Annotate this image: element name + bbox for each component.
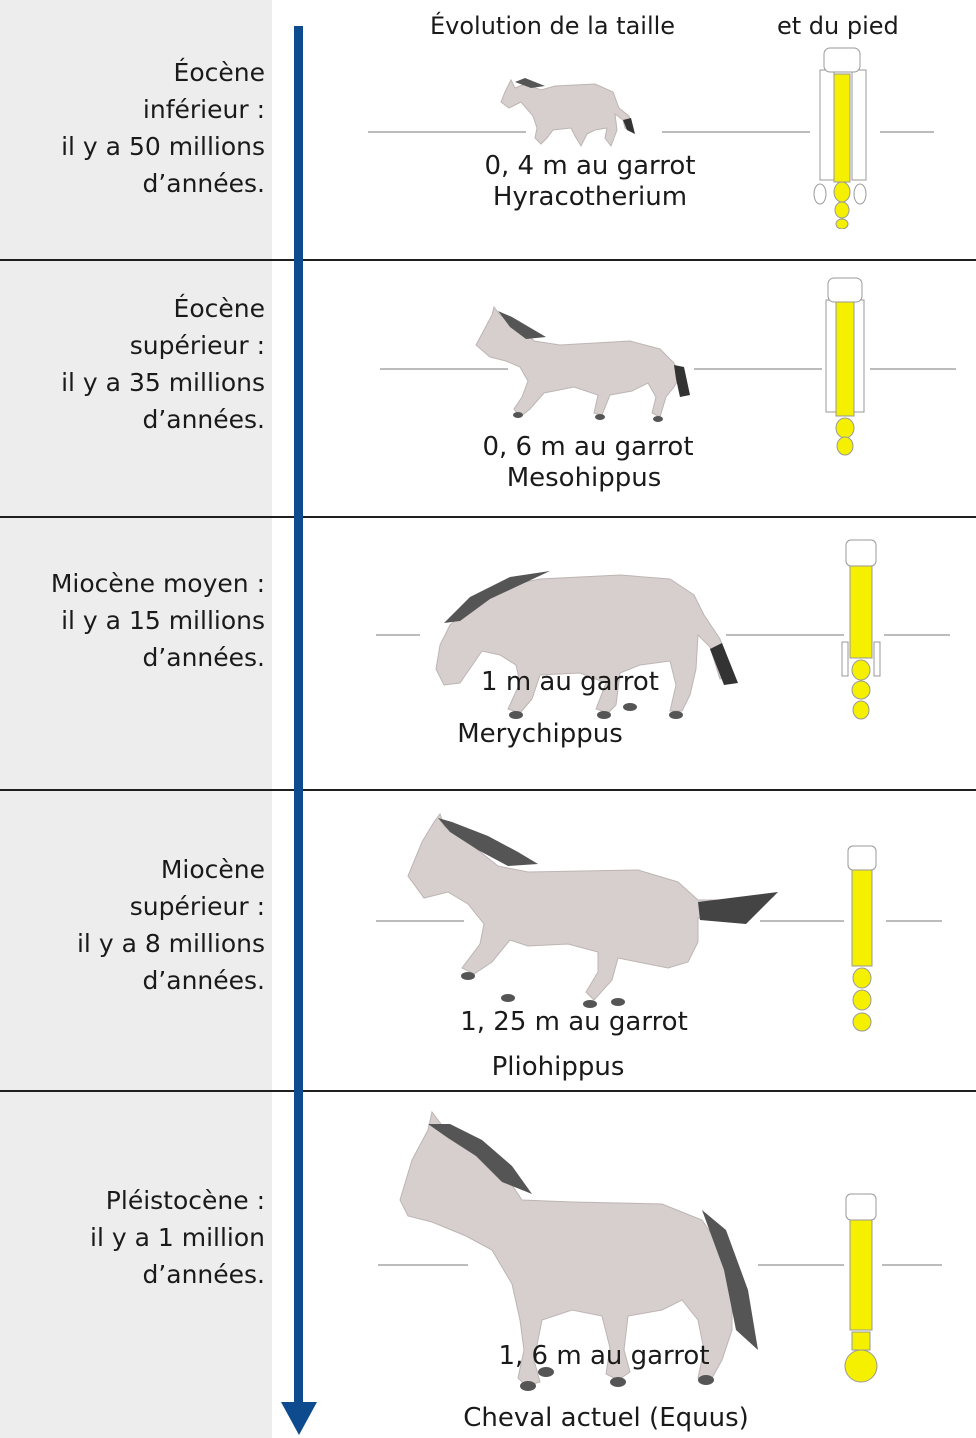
height-label-pliohippus: 1, 25 m au garrot	[460, 1006, 688, 1038]
ground-line	[726, 634, 844, 636]
period-separator	[0, 1090, 976, 1092]
foot-evolution-title: et du pied	[777, 12, 899, 40]
ground-line	[662, 131, 810, 133]
ground-line	[884, 634, 950, 636]
hyracotherium-icon	[495, 72, 645, 162]
period-separator	[0, 789, 976, 791]
era-label-pleistocene: Pléistocène : il y a 1 million d’années.	[20, 1182, 265, 1293]
mesohippus-icon	[470, 305, 695, 430]
era-label-eocene-inferieur: Éocène inférieur : il y a 50 millions d’…	[20, 54, 265, 202]
single-toed-foot-icon	[842, 842, 882, 1034]
size-evolution-title: Évolution de la taille	[430, 12, 675, 40]
ground-line	[880, 131, 934, 133]
four-toed-foot-icon	[808, 44, 880, 229]
ground-line	[870, 368, 956, 370]
period-separator	[0, 516, 976, 518]
era-label-miocene-moyen: Miocène moyen : il y a 15 millions d’ann…	[20, 565, 265, 676]
timeline-arrow-head-icon	[281, 1402, 317, 1435]
timeline-arrow-shaft	[294, 26, 303, 1404]
single-toed-foot-icon	[838, 1190, 884, 1385]
height-label-hyracotherium: 0, 4 m au garrot	[484, 150, 695, 182]
era-label-eocene-superieur: Éocène supérieur : il y a 35 millions d’…	[20, 290, 265, 438]
pliohippus-icon	[398, 812, 783, 1017]
height-label-mesohippus: 0, 6 m au garrot	[482, 431, 693, 463]
height-label-merychippus: 1 m au garrot	[481, 666, 659, 698]
period-separator	[0, 259, 976, 261]
merychippus-icon	[420, 565, 740, 725]
species-label-equus: Cheval actuel (Equus)	[463, 1402, 749, 1434]
species-label-pliohippus: Pliohippus	[492, 1051, 625, 1083]
three-toed-foot-icon	[818, 274, 873, 459]
species-label-mesohippus: Mesohippus	[507, 462, 662, 494]
ground-line	[882, 1264, 942, 1266]
species-label-merychippus: Merychippus	[457, 718, 623, 750]
ground-line	[376, 634, 420, 636]
three-toed-foot-icon	[838, 536, 886, 724]
era-label-miocene-superieur: Miocène supérieur : il y a 8 millions d’…	[20, 851, 265, 999]
species-label-hyracotherium: Hyracotherium	[493, 181, 687, 213]
ground-line	[694, 368, 822, 370]
ground-line	[886, 920, 942, 922]
height-label-equus: 1, 6 m au garrot	[498, 1340, 709, 1372]
